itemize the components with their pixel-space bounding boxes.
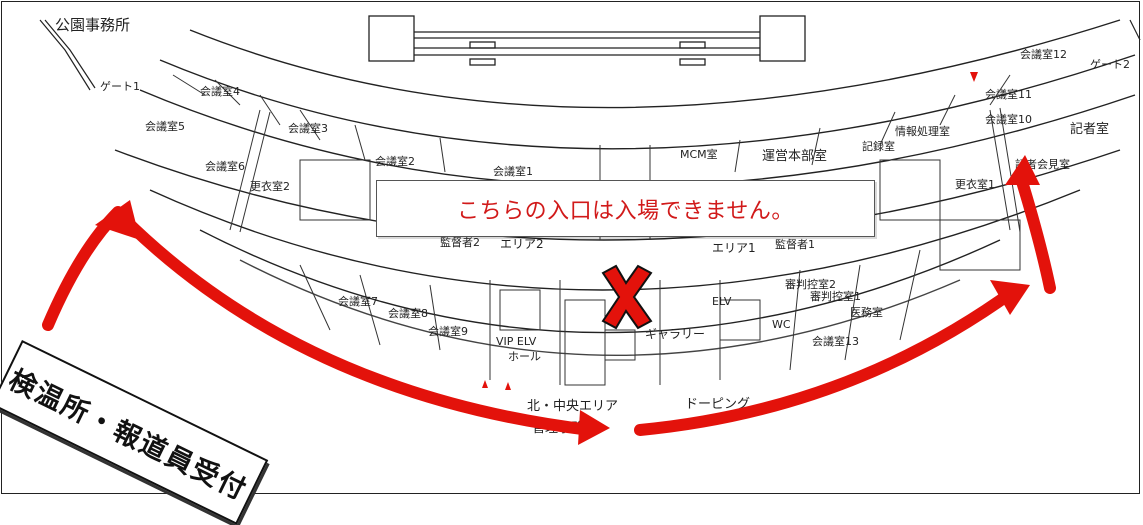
- room-label: 会議室13: [812, 334, 859, 348]
- room-label: 審判控室2: [785, 277, 836, 291]
- room-label: 審判控室1: [810, 289, 861, 303]
- room-walls: [172, 74, 1021, 386]
- room-label: ELV: [712, 295, 732, 308]
- room-label: 会議室7: [338, 294, 378, 308]
- room-label: 監督者2: [440, 235, 480, 249]
- room-label: 監督者1: [775, 237, 815, 251]
- route-arrow-bottom-icon: [114, 209, 596, 436]
- notice-text: こちらの入口は入場できません。: [457, 198, 794, 224]
- route-arrows: [42, 169, 1056, 436]
- room-label: 会議室2: [375, 154, 415, 168]
- entry-markers: [482, 72, 978, 390]
- room-label: 会議室1: [493, 164, 533, 178]
- room-label: ギャラリー: [645, 327, 705, 341]
- room-label: 会議室3: [288, 121, 328, 135]
- room-label: エリア2: [500, 237, 544, 251]
- map-frame: [1, 1, 1140, 494]
- room-label: 会議室4: [200, 84, 240, 98]
- room-label: 記者室: [1070, 121, 1109, 137]
- room-label: VIP ELV: [496, 335, 537, 348]
- notice-box: こちらの入口は入場できません。: [376, 180, 875, 237]
- route-arrow-right-icon: [634, 284, 1021, 436]
- room-label: 会議室6: [205, 159, 245, 173]
- room-label: ホール: [508, 350, 541, 363]
- room-label: 医務室: [850, 305, 883, 319]
- area-label: ドーピング: [685, 397, 750, 412]
- arrow-heads: [95, 155, 1040, 445]
- route-arrow-up-icon: [1014, 169, 1056, 294]
- room-label: MCM室: [680, 147, 718, 161]
- room-label: 会議室10: [985, 112, 1032, 126]
- room-label: 更衣室1: [955, 177, 995, 191]
- room-label: 運営本部室: [762, 148, 827, 164]
- room-label: 会議室5: [145, 119, 185, 133]
- closed-x-icon: [601, 264, 653, 330]
- room-label: 会議室8: [388, 306, 428, 320]
- room-label: エリア1: [712, 241, 756, 255]
- room-label: 記録室: [862, 139, 895, 153]
- floor-plan: 公園事務所 ゲート1 ゲート2 会議室4 会議室5 会議室3 会議室6 会議室2…: [39, 15, 1141, 445]
- gate2-label: ゲート2: [1090, 58, 1130, 71]
- room-label: WC: [772, 318, 791, 331]
- area-label: 北・中央エリア: [527, 399, 618, 414]
- field-structure: [368, 15, 806, 66]
- room-label: 情報処理室: [895, 124, 950, 138]
- building-arcs: [114, 19, 1136, 356]
- room-label: 会議室11: [985, 87, 1032, 101]
- gate1-label: ゲート1: [100, 80, 140, 93]
- room-label: 会議室12: [1020, 47, 1067, 61]
- gate-fence: [39, 19, 1141, 91]
- room-label: 更衣室2: [250, 179, 290, 193]
- room-label: 会議室9: [428, 324, 468, 338]
- office-label: 公園事務所: [55, 16, 130, 34]
